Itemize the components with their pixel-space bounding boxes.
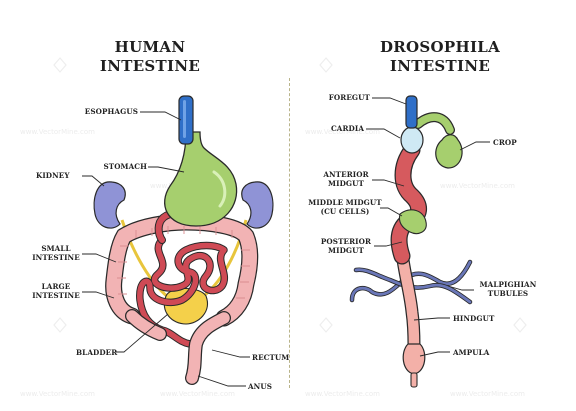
cecum xyxy=(126,310,166,340)
label-bladder: BLADDER xyxy=(76,348,118,357)
watermark-logo-icon xyxy=(53,57,67,73)
midgut xyxy=(391,142,426,264)
haustra-marks xyxy=(117,226,250,299)
label-malpighian-tubules: MALPIGHIAN TUBULES xyxy=(476,280,540,298)
watermark: www.VectorMine.com xyxy=(305,390,380,398)
stomach-highlight xyxy=(212,170,227,208)
watermark: www.VectorMine.com xyxy=(160,390,235,398)
esophagus-highlight xyxy=(183,100,186,138)
label-line: (CU CELLS) xyxy=(320,207,370,216)
crop xyxy=(435,134,463,169)
label-line: INTESTINE xyxy=(32,253,80,262)
label-cardia: CARDIA xyxy=(330,124,364,133)
label-line: ANTERIOR xyxy=(323,170,369,179)
label-line: LARGE xyxy=(41,282,71,291)
label-stomach: STOMACH xyxy=(103,162,147,171)
label-small-intestine: SMALL INTESTINE xyxy=(28,244,84,262)
human-leader-lines xyxy=(82,111,250,387)
label-line: MIDGUT xyxy=(328,246,364,255)
label-posterior-midgut: POSTERIOR MIDGUT xyxy=(318,237,374,255)
section-divider xyxy=(289,78,290,388)
right-kidney xyxy=(241,181,274,229)
ampula xyxy=(402,343,426,375)
watermark: www.VectorMine.com xyxy=(20,390,95,398)
watermark-logo-icon xyxy=(53,317,67,333)
rectum xyxy=(186,312,230,384)
label-line: SMALL xyxy=(41,244,71,253)
label-anus: ANUS xyxy=(248,382,273,391)
rectal-duct xyxy=(410,372,418,388)
watermark-logo-icon xyxy=(319,57,333,73)
label-crop: CROP xyxy=(493,138,517,147)
label-kidney: KIDNEY xyxy=(36,171,70,180)
title-line: HUMAN xyxy=(114,38,186,56)
label-foregut: FOREGUT xyxy=(328,93,370,102)
drosophila-leader-lines xyxy=(366,97,490,357)
label-hindgut: HINDGUT xyxy=(453,314,495,323)
label-line: MIDDLE MIDGUT xyxy=(308,198,382,207)
label-middle-midgut: MIDDLE MIDGUT (CU CELLS) xyxy=(308,198,382,216)
watermark: www.VectorMine.com xyxy=(440,182,515,190)
watermark: www.VectorMine.com xyxy=(305,128,380,136)
label-rectum: RECTUM xyxy=(252,353,290,362)
label-esophagus: ESOPHAGUS xyxy=(84,107,138,116)
stomach xyxy=(164,131,238,227)
small-intestine xyxy=(137,237,228,347)
title-line: INTESTINE xyxy=(99,57,201,75)
watermark: www.VectorMine.com xyxy=(20,128,95,136)
title-line: INTESTINE xyxy=(389,57,491,75)
drosophila-intestine-title: DROSOPHILA INTESTINE xyxy=(340,38,540,76)
human-intestine-title: HUMAN INTESTINE xyxy=(70,38,230,76)
left-kidney xyxy=(93,181,126,229)
label-line: INTESTINE xyxy=(32,291,80,300)
foregut xyxy=(405,95,418,129)
label-line: MALPIGHIAN xyxy=(479,280,537,289)
label-line: MIDGUT xyxy=(328,179,364,188)
middle-midgut-cu-cells xyxy=(398,209,427,235)
label-anterior-midgut: ANTERIOR MIDGUT xyxy=(318,170,374,188)
label-line: POSTERIOR xyxy=(320,237,372,246)
watermark: www.VectorMine.com xyxy=(450,390,525,398)
cardia xyxy=(400,126,424,154)
label-ampula: AMPULA xyxy=(453,348,490,357)
label-line: TUBULES xyxy=(487,289,529,298)
hindgut xyxy=(396,246,420,352)
label-large-intestine: LARGE INTESTINE xyxy=(28,282,84,300)
watermark-logo-icon xyxy=(319,317,333,333)
title-line: DROSOPHILA xyxy=(379,38,501,56)
crop-duct xyxy=(414,113,454,134)
watermark-logo-icon xyxy=(513,317,527,333)
